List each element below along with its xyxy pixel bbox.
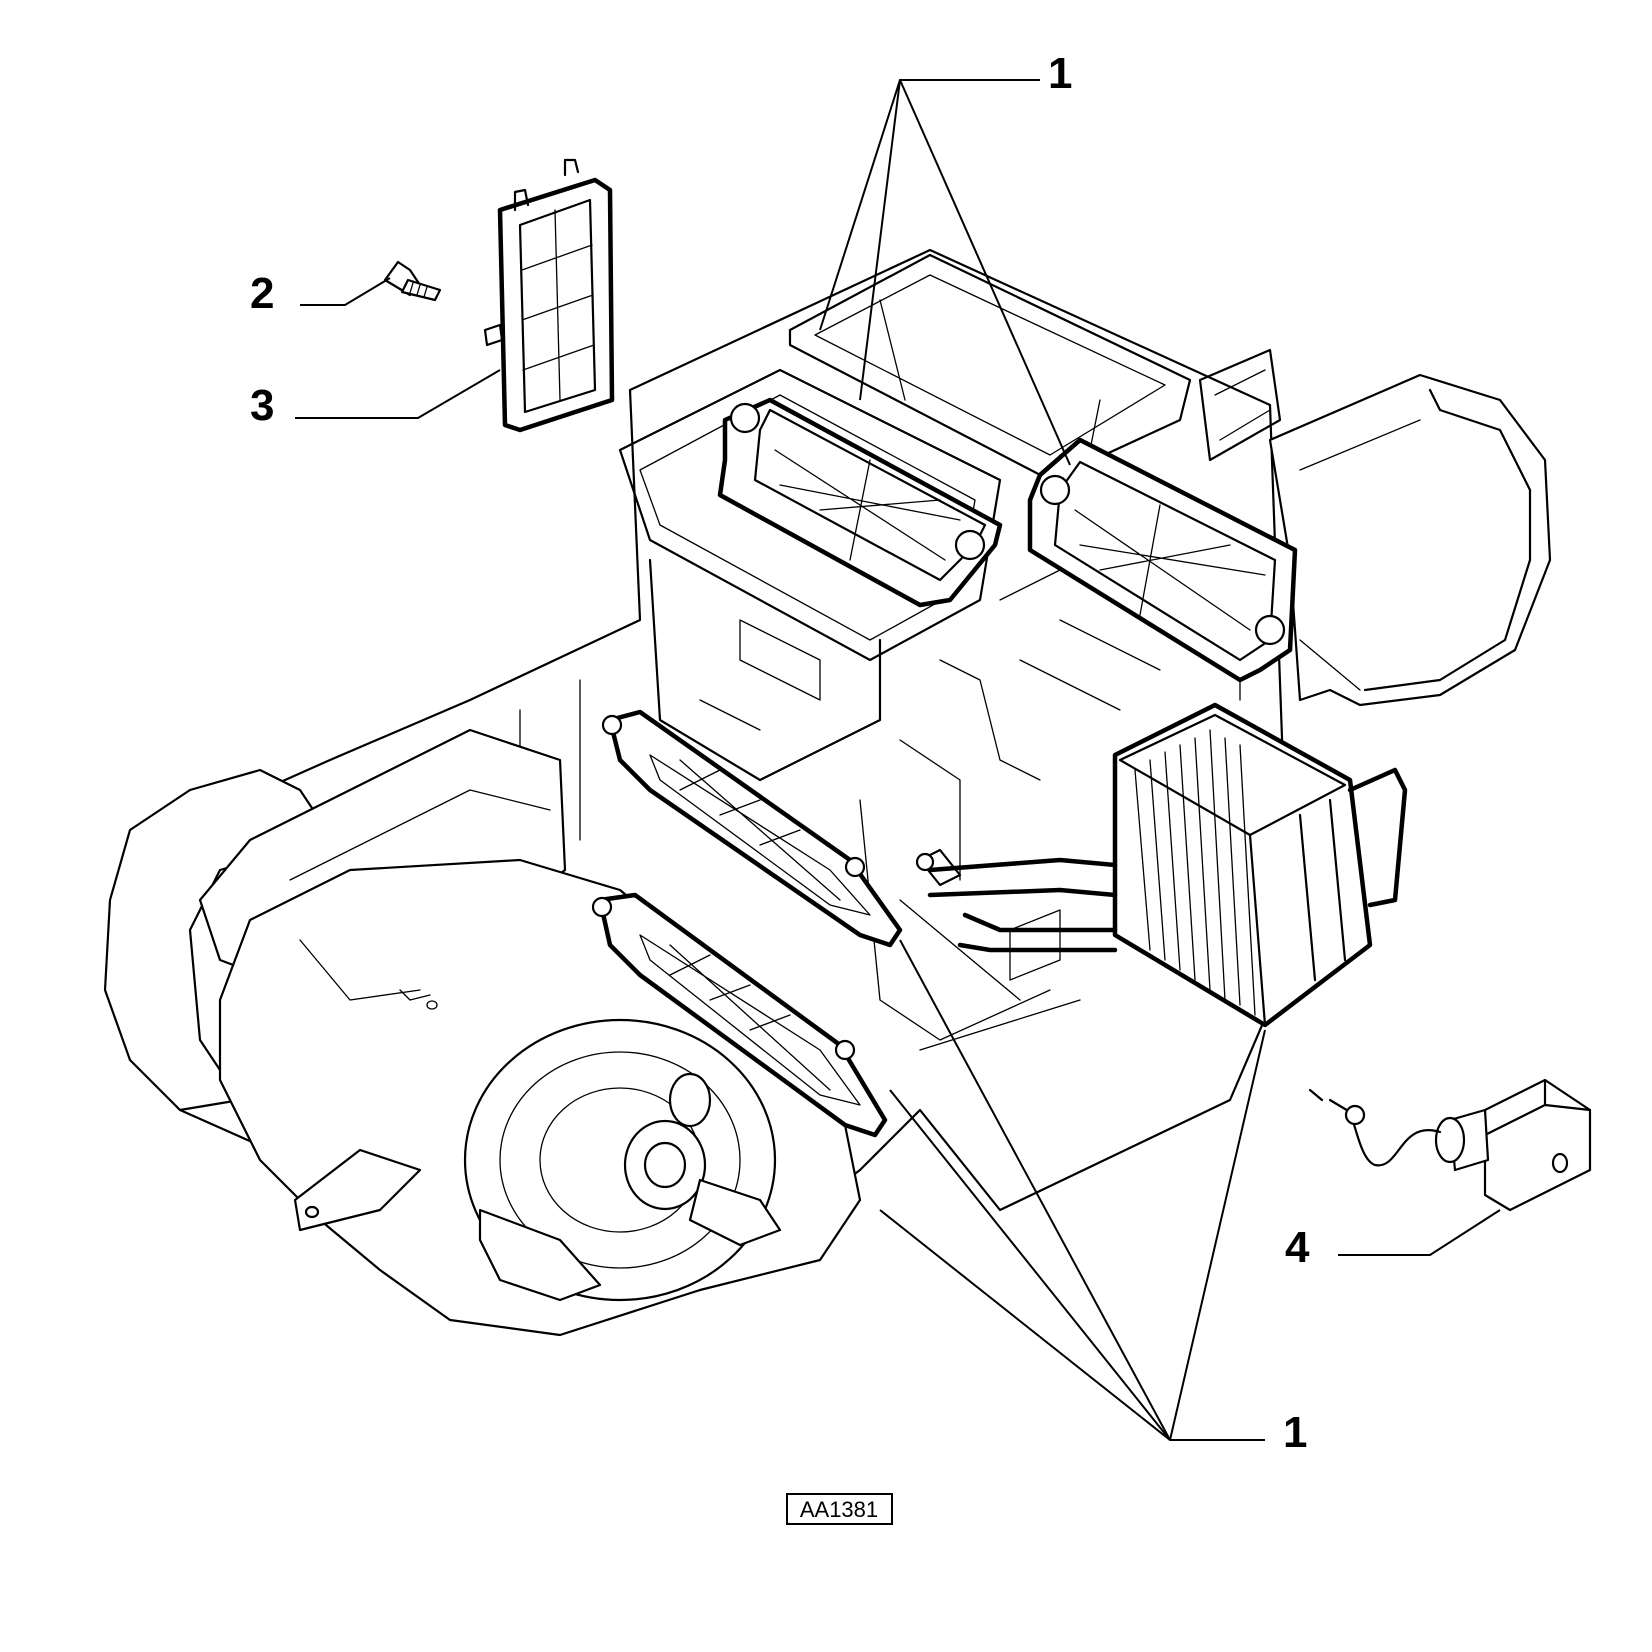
air-grille-cover-part [483,158,615,433]
callout-1-top: 1 [1048,49,1072,98]
callout-4: 4 [1285,1223,1310,1272]
cabin-filter-upper-right [1027,437,1298,683]
reference-code-box: AA1381 [786,1493,893,1525]
actuator-motor-part [1308,1078,1592,1212]
cabin-filter-upper-left [717,397,1003,608]
callout-3: 3 [250,381,274,430]
callout-2: 2 [250,269,274,318]
evaporator-core [915,702,1408,1028]
cabin-filter-lower-lower [591,892,888,1138]
side-air-duct [1268,373,1552,707]
reference-code-label: AA1381 [800,1497,878,1522]
cabin-filter-lower-upper [601,709,903,948]
leader-lines [295,79,1501,1441]
callout-1-bottom: 1 [1283,1408,1307,1457]
screw-part [383,260,442,302]
